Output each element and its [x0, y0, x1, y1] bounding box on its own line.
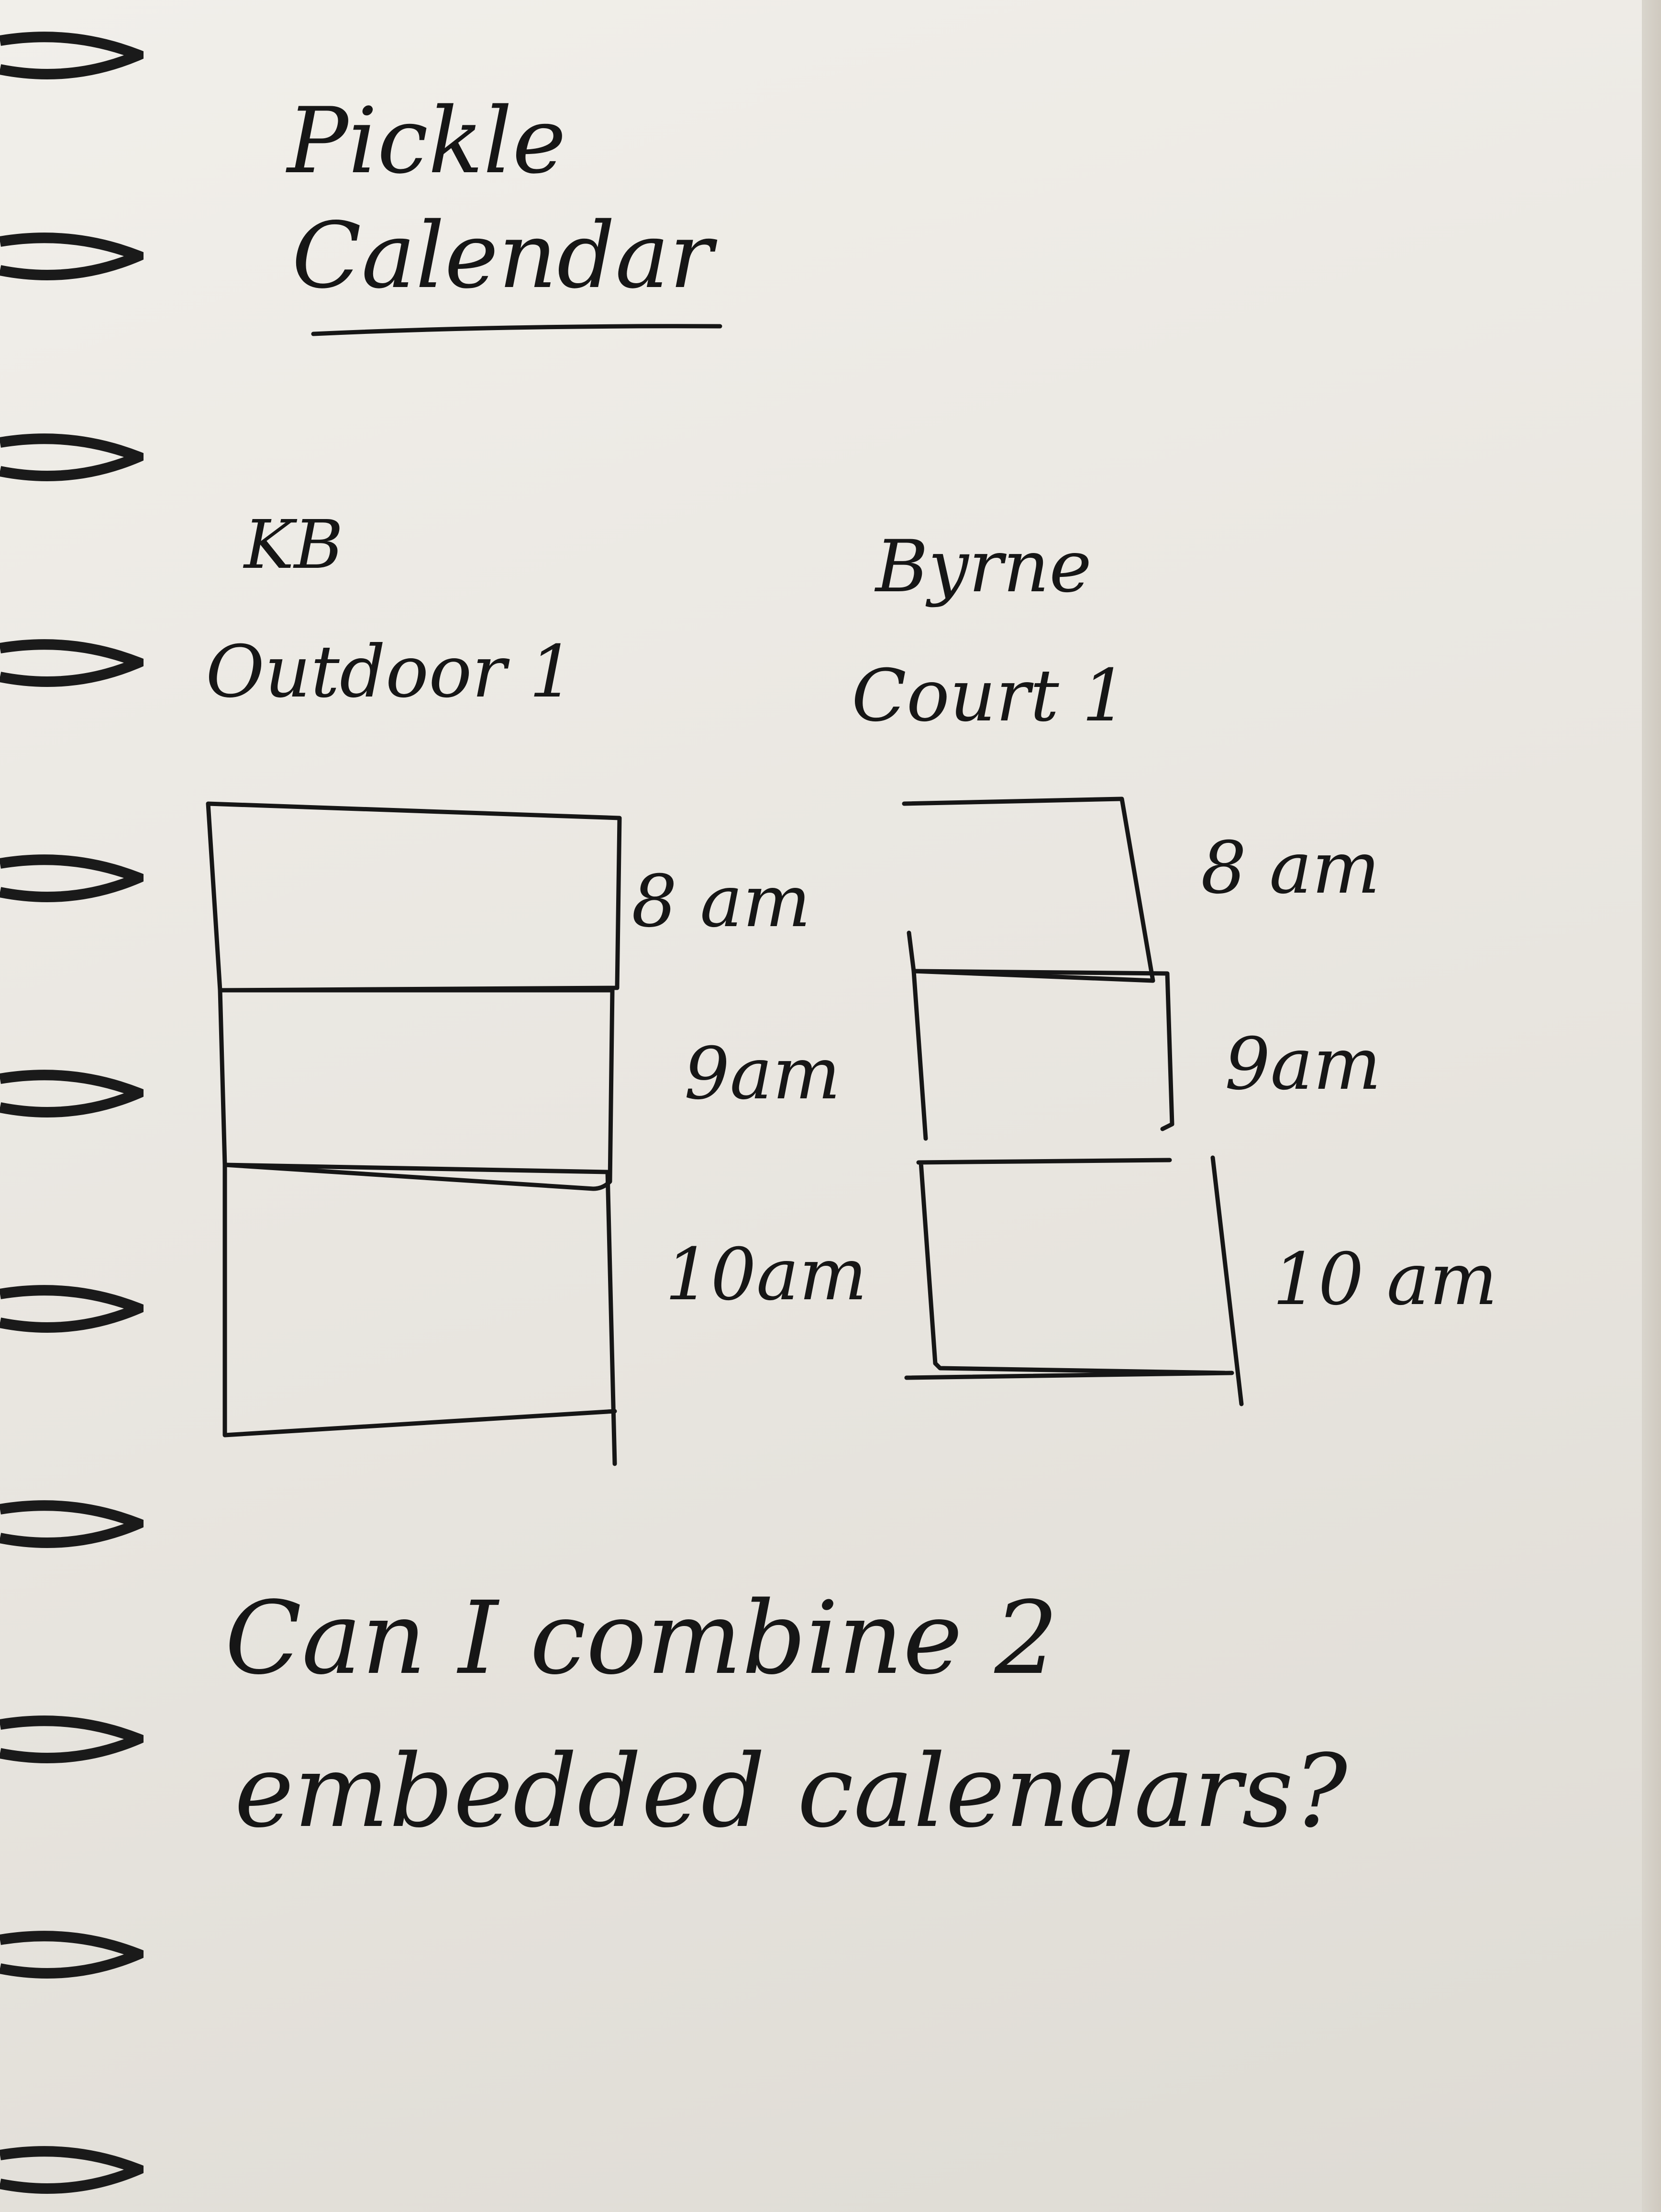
calendar-b-slot-10am	[904, 1155, 1244, 1406]
calendar-b-time-label: 9am	[1225, 1023, 1382, 1106]
calendar-b-slot-8am	[902, 796, 1155, 983]
calendar-a-site-label: KB	[244, 506, 343, 584]
spiral-ring-icon	[0, 1931, 144, 1979]
calendar-b-time-label: 10 am	[1273, 1238, 1498, 1321]
spiral-ring-icon	[0, 639, 144, 687]
calendar-a-time-label: 10am	[665, 1233, 867, 1316]
spiral-ring-icon	[0, 1285, 144, 1333]
spiral-ring-icon	[0, 32, 144, 79]
calendar-b-court-label: Court 1	[852, 654, 1128, 738]
calendar-a-slot-9am	[218, 988, 615, 1191]
sketch-title-line2: Calendar	[292, 203, 713, 309]
calendar-b-site-label: Byrne	[875, 525, 1092, 608]
calendar-a-court-label: Outdoor 1	[206, 630, 575, 714]
spiral-ring-icon	[0, 1715, 144, 1763]
calendar-a-time-label: 9am	[684, 1032, 841, 1116]
spiral-ring-icon	[0, 1500, 144, 1548]
page-edge	[1642, 0, 1661, 2212]
sketch-title-line1: Pickle	[287, 88, 566, 194]
calendar-a-slot-8am	[206, 801, 622, 993]
spiral-ring-icon	[0, 2146, 144, 2194]
calendar-b-slot-9am	[911, 969, 1174, 1141]
calendar-b-time-label: 8 am	[1201, 827, 1380, 910]
spiral-ring-icon	[0, 433, 144, 481]
question-line2: embedded calendars?	[234, 1733, 1348, 1850]
calendar-a-slot-10am	[222, 1162, 617, 1466]
spiral-ring-icon	[0, 1070, 144, 1117]
spiral-ring-icon	[0, 232, 144, 280]
spiral-ring-icon	[0, 854, 144, 902]
calendar-a-time-label: 8 am	[631, 860, 811, 943]
question-line1: Can I combine 2	[225, 1580, 1059, 1697]
title-underline	[311, 324, 722, 336]
